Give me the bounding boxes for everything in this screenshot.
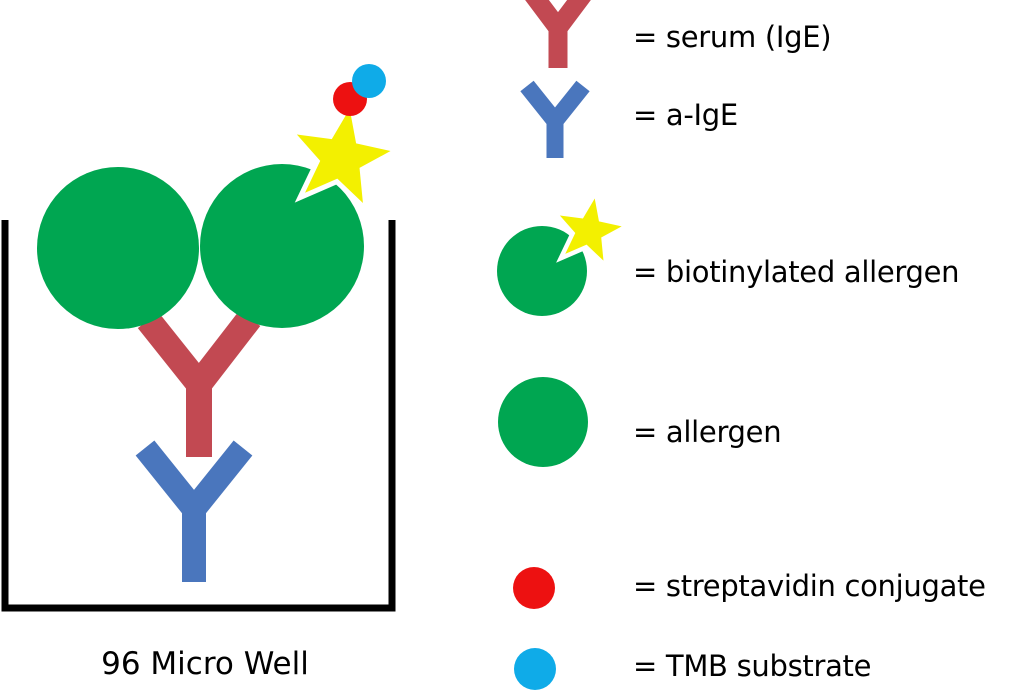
legend-label-a-ige: = a-IgE <box>633 98 738 132</box>
allergen-left <box>37 167 199 329</box>
legend-biotin-star <box>548 185 635 273</box>
serum-ige-arms <box>137 310 261 406</box>
legend-icons <box>497 0 635 690</box>
micro-well-group <box>1 64 405 612</box>
tmb-dot <box>352 64 386 98</box>
legend-label-allergen: = allergen <box>633 415 782 449</box>
biotin-star <box>284 94 405 216</box>
micro-well-outline <box>1 220 396 612</box>
legend-tmb-icon <box>514 648 556 690</box>
legend-allergen-icon <box>498 377 588 467</box>
legend-serum-ige-icon <box>525 0 591 68</box>
legend-label-serum-ige: = serum (IgE) <box>633 20 832 54</box>
legend-label-streptavidin: = streptavidin conjugate <box>633 569 986 603</box>
legend-label-biotinylated-allergen: = biotinylated allergen <box>633 255 960 289</box>
legend-label-tmb: = TMB substrate <box>633 649 872 683</box>
allergen-right <box>200 164 364 328</box>
a-ige-arms <box>135 440 253 529</box>
well-caption: 96 Micro Well <box>101 646 309 682</box>
legend-biotinylated-allergen-icon <box>497 185 635 316</box>
legend-a-ige-icon <box>520 80 590 158</box>
a-ige-antibody <box>135 440 253 582</box>
serum-ige-antibody <box>137 310 261 457</box>
legend-streptavidin-icon <box>513 567 555 609</box>
